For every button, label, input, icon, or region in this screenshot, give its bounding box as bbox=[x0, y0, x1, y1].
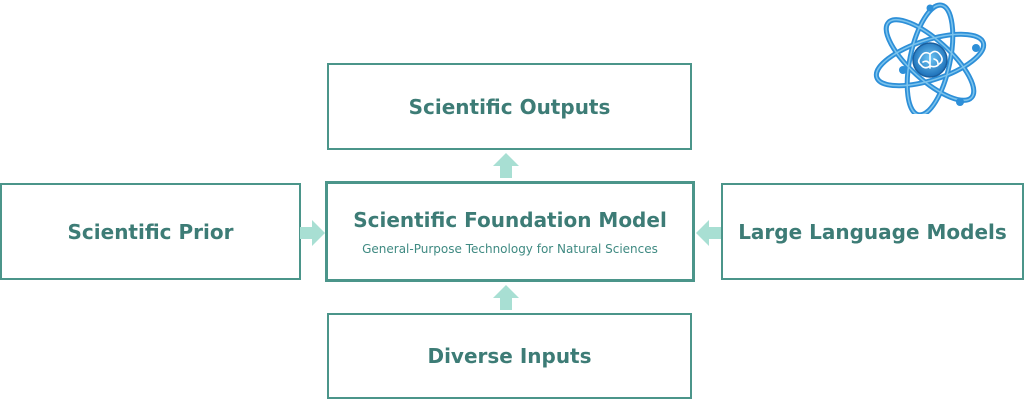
arrow-up-icon bbox=[493, 153, 519, 178]
node-label: Diverse Inputs bbox=[427, 344, 592, 368]
node-subtitle: General-Purpose Technology for Natural S… bbox=[362, 241, 658, 256]
node-label: Large Language Models bbox=[738, 219, 1007, 244]
node-label: Scientific Prior bbox=[67, 219, 234, 244]
arrow-left-icon bbox=[696, 220, 721, 246]
node-label: Scientific Outputs bbox=[408, 94, 611, 119]
arrow-right-icon bbox=[300, 220, 325, 246]
node-scientific-foundation-model: Scientific Foundation Model General-Purp… bbox=[325, 181, 695, 282]
node-scientific-outputs: Scientific Outputs bbox=[327, 63, 692, 150]
node-scientific-prior: Scientific Prior bbox=[0, 183, 301, 280]
arrow-up-icon bbox=[493, 285, 519, 310]
node-label: Scientific Foundation Model bbox=[353, 207, 667, 232]
node-large-language-models: Large Language Models bbox=[721, 183, 1024, 280]
atom-brain-icon bbox=[873, 2, 987, 114]
node-diverse-inputs: Diverse Inputs bbox=[327, 313, 692, 399]
